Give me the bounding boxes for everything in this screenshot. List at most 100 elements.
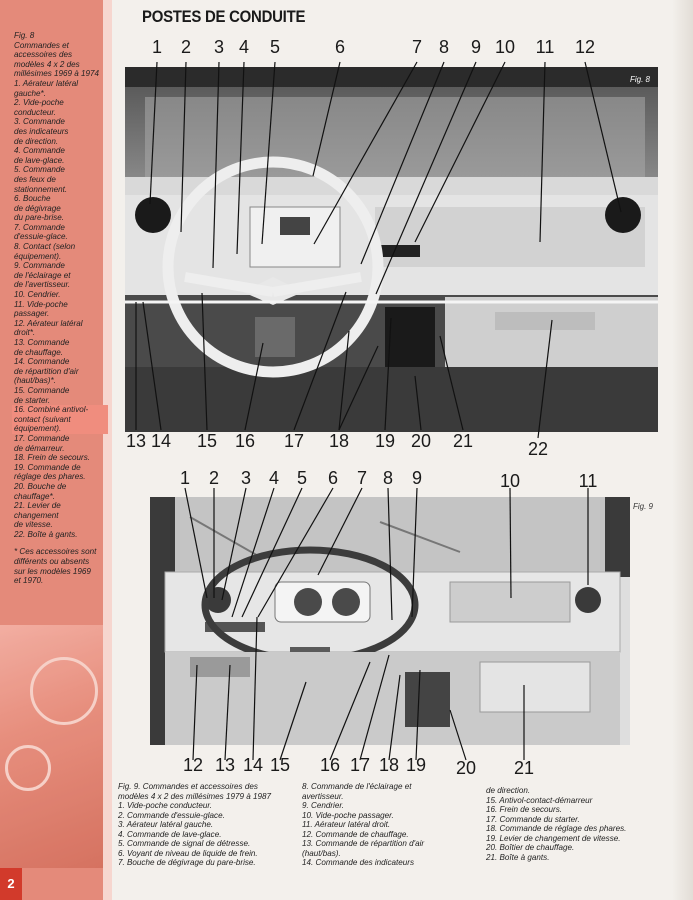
figure8-caption-line: modèles 4 x 2 des xyxy=(14,59,80,69)
figure8-caption-line: 3. Commande xyxy=(14,117,65,127)
figure8-caption-line: 12. Aérateur latéral xyxy=(14,318,83,328)
figure9-caption-line: 2. Commande d'essuie-glace. xyxy=(118,810,225,820)
right-page-edge xyxy=(672,0,693,900)
figure9-callout-number: 11 xyxy=(578,471,598,491)
figure8-caption-line: de starter. xyxy=(14,395,51,405)
figure9-callout-number: 13 xyxy=(214,755,236,775)
figure8-footnote-line: et 1970. xyxy=(14,576,44,586)
figure8-caption-line: 22. Boîte à gants. xyxy=(14,529,78,539)
figure9-illustration xyxy=(150,497,630,745)
figure8-callout-number: 5 xyxy=(269,37,281,57)
figure8-caption-line: 15. Commande xyxy=(14,385,70,395)
figure8-caption-line: d'essuie-glace. xyxy=(14,232,68,242)
figure9-caption-line: 4. Commande de lave-glace. xyxy=(118,829,222,839)
figure8-caption-line: 2. Vide-poche xyxy=(14,98,64,108)
page-number: 2 xyxy=(0,868,22,900)
figure9-callout-number: 14 xyxy=(242,755,264,775)
figure8-callout-number: 20 xyxy=(410,431,432,451)
figure8-caption-line: équipement). xyxy=(12,424,108,434)
figure8-callout-number: 9 xyxy=(470,37,482,57)
figure9-callout-number: 3 xyxy=(240,468,252,488)
figure8-callout-number: 15 xyxy=(196,431,218,451)
margin-strip xyxy=(103,0,112,900)
figure9-callout-number: 21 xyxy=(513,758,535,778)
figure8-callout-number: 11 xyxy=(535,37,555,57)
figure8-callout-number: 19 xyxy=(374,431,396,451)
figure8-caption-line: 21. Levier de xyxy=(14,501,61,511)
figure8-caption-line: 17. Commande xyxy=(14,433,70,443)
figure8-caption-line: 10. Cendrier. xyxy=(14,290,61,300)
figure8-caption-line: gauche*. xyxy=(14,88,46,98)
figure9-label: Fig. 9 xyxy=(633,502,654,511)
figure9-callout-number: 5 xyxy=(296,468,308,488)
figure8-footnote-line: différents ou absents xyxy=(14,557,90,567)
figure8-caption-line: 1. Aérateur latéral xyxy=(14,78,79,88)
figure9-caption-line: 15. Antivol-contact-démarreur xyxy=(486,795,593,805)
figure8-caption-line: de l'éclairage et xyxy=(14,270,71,280)
figure8-caption-line: 11. Vide-poche xyxy=(14,299,68,309)
page-title: POSTES DE CONDUITE xyxy=(142,7,306,26)
figure9-caption-line: 1. Vide-poche conducteur. xyxy=(118,801,213,810)
figure8-caption-line: 8. Contact (selon xyxy=(14,242,76,252)
figure8-caption-line: de vitesse. xyxy=(14,520,53,530)
figure9-caption-line: 16. Frein de secours. xyxy=(486,805,563,814)
figure8-caption-line: Commandes et xyxy=(14,40,69,50)
figure8-callout-number: 4 xyxy=(238,37,250,57)
figure9-callout-number: 2 xyxy=(208,468,220,488)
figure8-callout-number: 10 xyxy=(494,37,516,57)
figure8-caption-line: 4. Commande xyxy=(14,146,65,156)
figure9-caption-line: 7. Bouche de dégivrage du pare-brise. xyxy=(118,858,256,867)
figure8-caption-line: 7. Commande xyxy=(14,222,65,232)
figure8-caption-line: de chauffage. xyxy=(14,347,64,357)
figure9-caption-line: 9. Cendrier. xyxy=(302,801,344,810)
figure8-caption-line: millésimes 1969 à 1974 xyxy=(14,69,100,79)
figure8-callout-number: 8 xyxy=(438,37,450,57)
figure9-callout-number: 8 xyxy=(382,468,394,488)
figure9-callout-number: 10 xyxy=(499,471,521,491)
figure8-caption-line: de dégivrage xyxy=(14,203,61,213)
figure9-callout-number: 20 xyxy=(455,758,477,778)
figure8-photo: Fig. 8 xyxy=(125,67,658,432)
figure8-caption-line: 20. Bouche de xyxy=(14,481,67,491)
figure8-callout-number: 1 xyxy=(151,37,163,57)
figure8-caption-line: Fig. 8 xyxy=(14,31,35,40)
figure9-caption-line: 3. Aérateur latéral gauche. xyxy=(118,820,214,829)
figure8-caption-line: de direction. xyxy=(14,136,59,146)
figure8-caption-line: stationnement. xyxy=(14,184,68,194)
figure8-caption-line: de démarreur. xyxy=(14,443,65,453)
figure9-callout-number: 12 xyxy=(182,755,204,775)
figure9-caption-line: 12. Commande de chauffage. xyxy=(302,829,409,839)
figure8-label: Fig. 8 xyxy=(629,75,650,84)
figure9-caption-line: 17. Commande du starter. xyxy=(486,814,580,824)
figure8-caption-line: accessoires des xyxy=(14,50,73,60)
figure9-caption-line: de direction. xyxy=(486,786,531,795)
figure9-caption-col3: de direction.15. Antivol-contact-démarre… xyxy=(486,786,661,862)
figure9-callout-number: 9 xyxy=(411,468,423,488)
figure9-caption-line: 10. Vide-poche passager. xyxy=(302,810,394,820)
figure9-callout-number: 17 xyxy=(349,755,371,775)
figure8-caption-line: droit*. xyxy=(14,328,36,338)
figure8-caption-line: de l'avertisseur. xyxy=(14,280,71,290)
figure8-callout-number: 6 xyxy=(334,37,346,57)
figure9-callout-number: 7 xyxy=(356,468,368,488)
margin-photo xyxy=(0,625,103,868)
figure9-caption-line: 14. Commande des indicateurs xyxy=(302,858,415,867)
figure8-callout-number: 17 xyxy=(283,431,305,451)
figure9-callout-number: 15 xyxy=(269,755,291,775)
figure8-callout-number: 14 xyxy=(150,431,172,451)
figure8-caption-line: changement xyxy=(14,510,59,520)
figure8-callout-number: 21 xyxy=(452,431,474,451)
figure8-caption-line: 5. Commande xyxy=(14,165,65,175)
figure8-callout-number: 3 xyxy=(213,37,225,57)
figure8-caption-line: (haut/bas)*. xyxy=(14,376,56,386)
figure8-caption-line: de répartition d'air xyxy=(14,366,79,376)
figure9-caption-line: 19. Levier de changement de vitesse. xyxy=(486,833,621,843)
figure9-callout-number: 16 xyxy=(319,755,341,775)
figure8-caption-line: du pare-brise. xyxy=(14,213,64,223)
figure8-callout-number: 2 xyxy=(180,37,192,57)
figure9-caption-line: modèles 4 x 2 des millésimes 1979 à 1987 xyxy=(118,791,271,801)
figure8-caption-line: réglage des phares. xyxy=(14,472,86,482)
